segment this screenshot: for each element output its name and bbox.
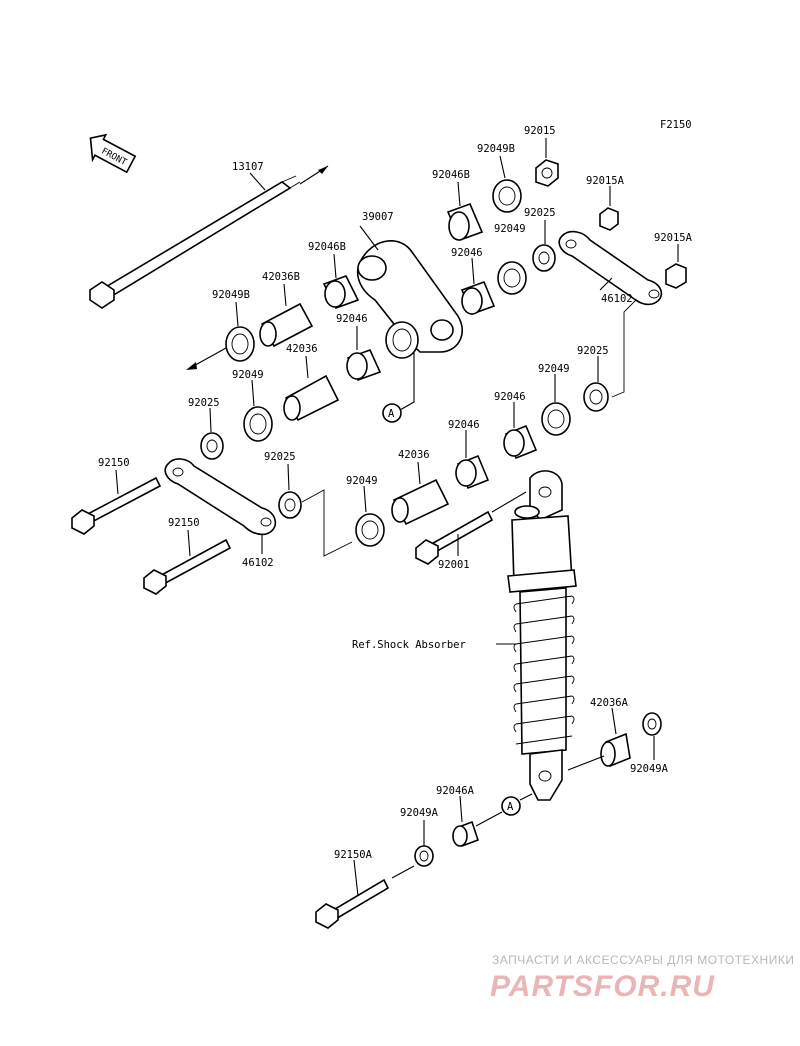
label-92049-left: 92049 (232, 369, 264, 381)
svg-text:A: A (507, 801, 514, 813)
label-92049-right: 92049 (538, 363, 570, 375)
label-92046-low1: 92046 (494, 391, 526, 403)
label-92046A: 92046A (436, 785, 475, 797)
label-92025-right: 92025 (577, 345, 609, 357)
bolt-92150A[interactable] (315, 859, 415, 929)
tie-rod-46102-left[interactable] (164, 458, 277, 554)
label-92150-1: 92150 (98, 457, 130, 469)
front-arrow-icon: FRONT (89, 133, 137, 174)
washer-92049-right[interactable] (541, 374, 571, 436)
nut-92015A-1[interactable] (599, 186, 619, 231)
rocker-arm-39007[interactable] (356, 225, 464, 359)
bolt-92150-2[interactable] (143, 529, 232, 595)
label-13107: 13107 (232, 161, 264, 173)
washer-92049B-left[interactable] (186, 301, 255, 370)
washer-92025-right[interactable] (583, 299, 637, 412)
label-92046-low2: 92046 (448, 419, 480, 431)
nut-92015A-2[interactable] (665, 244, 687, 289)
label-92150A: 92150A (334, 849, 373, 861)
callout-a-lower: A (475, 793, 533, 827)
bearing-92046B-top[interactable] (446, 181, 484, 242)
washer-92025-low[interactable] (278, 463, 353, 557)
label-92001: 92001 (438, 559, 470, 571)
label-92025-low: 92025 (264, 451, 296, 463)
washer-92025-top[interactable] (532, 220, 556, 272)
shock-absorber[interactable] (496, 470, 577, 801)
bearing-92046-mid[interactable] (346, 326, 382, 382)
label-42036B: 42036B (262, 271, 300, 283)
collar-42036-upper[interactable] (283, 355, 340, 422)
washer-92049A-right[interactable] (642, 712, 662, 760)
watermark-brand: PARTSFOR.RU (490, 970, 715, 1003)
washer-92049A-low[interactable] (414, 820, 434, 867)
diagram-code: F2150 (660, 119, 692, 131)
label-42036-lower: 42036 (398, 449, 430, 461)
collar-42036B[interactable] (259, 283, 314, 348)
label-92049B-left: 92049B (212, 289, 250, 301)
label-46102-left: 46102 (242, 557, 274, 569)
callout-a-upper: A (382, 352, 415, 423)
watermark-tagline: ЗАПЧАСТИ И АКСЕССУАРЫ ДЛЯ МОТОТЕХНИКИ (492, 953, 794, 967)
shock-reference-label: Ref.Shock Absorber (352, 639, 466, 651)
label-92046B-left: 92046B (308, 241, 346, 253)
washer-92049-low[interactable] (355, 485, 385, 547)
collar-42036-lower[interactable] (391, 461, 450, 526)
label-92049B-top: 92049B (477, 143, 515, 155)
label-92046B-top: 92046B (432, 169, 470, 181)
label-92049A-right: 92049A (630, 763, 669, 775)
washer-92049-left[interactable] (243, 379, 273, 442)
svg-text:A: A (388, 408, 395, 420)
label-92046-top: 92046 (451, 247, 483, 259)
label-92025-left: 92025 (188, 397, 220, 409)
tie-rod-46102-right[interactable] (558, 230, 663, 306)
label-46102-right: 46102 (601, 293, 633, 305)
bearing-92046-low2[interactable] (455, 430, 490, 490)
label-92015: 92015 (524, 125, 556, 137)
label-42036A: 42036A (590, 697, 629, 709)
label-92049-low: 92049 (346, 475, 378, 487)
label-92046-mid: 92046 (336, 313, 368, 325)
bearing-92046B-left[interactable] (322, 253, 360, 309)
washer-92049-top[interactable] (497, 261, 527, 295)
bearing-92046A[interactable] (452, 795, 480, 848)
label-92015A-2: 92015A (654, 232, 693, 244)
label-92015A-1: 92015A (586, 175, 625, 187)
label-92049A-low: 92049A (400, 807, 439, 819)
label-92025-top: 92025 (524, 207, 556, 219)
pivot-shaft-13107[interactable] (89, 165, 329, 309)
washer-92025-left[interactable] (200, 407, 224, 460)
label-39007: 39007 (362, 211, 394, 223)
nut-92015[interactable] (535, 138, 559, 187)
washer-92049B-top[interactable] (492, 155, 522, 213)
bearing-92046-top[interactable] (460, 257, 496, 316)
bolt-92150-1[interactable] (71, 469, 162, 535)
label-92049-top: 92049 (494, 223, 526, 235)
label-92150-2: 92150 (168, 517, 200, 529)
label-42036-upper: 42036 (286, 343, 318, 355)
collar-42036A[interactable] (567, 707, 631, 771)
bolt-92001[interactable] (415, 491, 527, 565)
bearing-92046-low1[interactable] (503, 402, 538, 460)
